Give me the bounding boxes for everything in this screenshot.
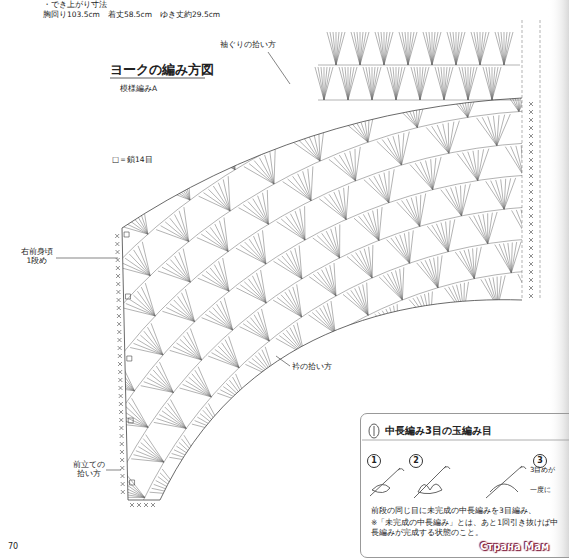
sleeve-fan [315, 32, 520, 100]
stitch-symbol [369, 424, 379, 438]
leader-line [268, 52, 290, 84]
stitch-symbol [374, 426, 375, 436]
yoke-outer-edge [122, 98, 522, 228]
title-rule [110, 78, 205, 79]
pickup-note: 袖ぐりの拾い方 [220, 40, 276, 49]
symbol-key: □＝鎖14目 [112, 155, 153, 164]
pickup-note: 衿の拾い方 [292, 362, 332, 371]
step-number: 3 [537, 457, 543, 465]
stitch-fan [0, 48, 569, 558]
front-band-edge [122, 228, 160, 500]
step-note: 一度に [530, 486, 566, 495]
step-circle: 3 [533, 454, 547, 468]
page-number: 70 [8, 542, 18, 552]
pattern-name: 模様編みA [120, 84, 157, 93]
hook-illustration [370, 466, 526, 498]
step-note: 3目めが [530, 466, 566, 475]
heading-rule [362, 440, 569, 441]
step-number: 1 [371, 457, 377, 465]
page-gutter [548, 0, 569, 558]
step-number: 2 [413, 457, 419, 465]
center-back-line [522, 20, 540, 300]
leader-line [106, 470, 121, 471]
pineapple-pattern [0, 46, 569, 558]
watermark: Страна Мам [480, 541, 549, 554]
chart-title: ヨークの編み方図 [110, 62, 214, 78]
row-arc [0, 46, 569, 558]
pickup-note: 前立ての 拾い方 [72, 460, 106, 479]
step-circle: 1 [367, 454, 381, 468]
leader-line [56, 258, 118, 259]
edge-stitch-mark [115, 102, 533, 507]
instruction-box: 中長編み3目の玉編み目前段の同じ目に未完成の中長編みを3目編み、 ※「未完成の中長… [360, 413, 569, 558]
edge-stitches [115, 102, 533, 507]
neck-edge [160, 300, 522, 500]
finished-size: 胸回り103.5cm 着丈58.5cm ゆき丈約29.5cm [43, 10, 220, 19]
step-circle: 2 [409, 454, 423, 468]
box-heading: 中長編み3目の玉編み目 [385, 424, 492, 437]
leader-line [276, 356, 290, 366]
box-note: 前段の同じ目に未完成の中長編みを3目編み、 [371, 506, 561, 516]
sleeve-pattern [315, 32, 520, 100]
box-note: ※「未完成の中長編み」とは、あと1回引き抜けば中長編みが完成する状態のこと。 [371, 518, 561, 538]
size-heading: ・でき上がり寸法 [43, 0, 107, 9]
start-note: 右前身頃 1段め [18, 247, 56, 266]
